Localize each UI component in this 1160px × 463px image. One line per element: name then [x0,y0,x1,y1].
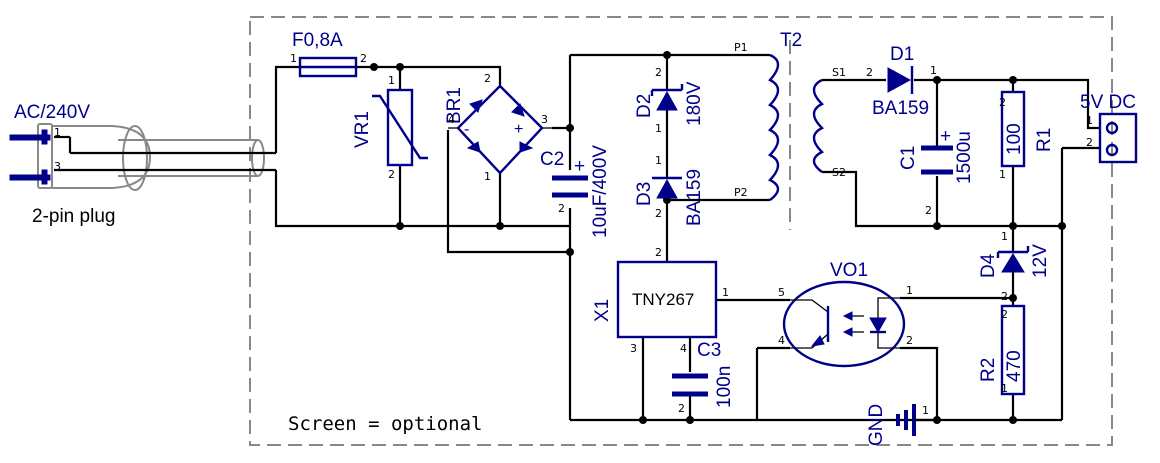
d3-label: D3 [634,182,655,206]
r1-pin-2: 2 [999,96,1006,109]
c3-value: 100n [714,366,735,408]
output-label: 5V DC [1080,92,1136,113]
d1-value: BA159 [872,98,929,119]
c2-label: C2 [540,149,564,170]
r2-pin-2: 2 [1001,308,1008,321]
cable [54,125,276,191]
c3-label: C3 [697,340,721,361]
plug-pin-1: 1 [54,126,61,139]
vo1-pin-5: 5 [778,286,785,299]
vo1-pin-4: 4 [778,334,785,347]
r1-pin-1: 1 [999,168,1006,181]
d2-label: D2 [634,94,655,118]
mains-wires [274,55,572,420]
screen-note: Screen = optional [288,413,482,435]
transformer-t2 [768,40,825,230]
diode-d3 [652,176,682,199]
vo1-pin-1: 1 [906,284,913,297]
d3-pin-1: 1 [655,154,662,167]
plug-pin-3: 3 [54,160,61,173]
fuse-pin-2: 2 [360,52,367,65]
bridge-minus: - [464,121,469,138]
d1-pin-2: 2 [866,66,873,79]
x1-pin-3: 3 [630,342,637,355]
ac-plug [9,123,152,189]
varistor-pin-1: 1 [388,74,395,87]
x1-label: X1 [592,299,613,322]
x1-pin-1: 1 [722,286,729,299]
secondary-wires [822,78,1100,420]
x1-value: TNY267 [632,290,694,309]
varistor-vr1 [372,88,428,167]
d4-value: 12V [1030,244,1051,278]
t2-p1: P1 [734,41,748,54]
d1-pin-1: 1 [930,64,937,77]
bridge-rectifier-br1 [448,84,552,175]
r1-value: 100 [1004,123,1025,155]
vo1-label: VO1 [830,260,868,281]
c1-pin-2: 2 [925,204,932,217]
d3-value: BA159 [684,169,705,226]
output-pin-2: 2 [1086,136,1093,149]
transformer-label: T2 [780,30,802,51]
varistor-pin-2: 2 [388,168,395,181]
fuse-f1 [298,56,358,78]
c2-value: 10uF/400V [590,145,611,238]
r2-pin-1: 1 [1001,382,1008,395]
bridge-pin-2: 2 [484,72,491,85]
c3-pin-2: 2 [678,402,685,415]
x1-pin-2: 2 [655,246,662,259]
d4-pin-1: 1 [1001,230,1008,243]
d1-label: D1 [890,44,914,65]
c1-plus: + [940,126,951,147]
gnd-label: GND [866,404,887,446]
output-connector[interactable] [1098,112,1138,164]
capacitor-c1 [921,145,953,175]
d4-pin-2: 2 [1001,290,1008,303]
capacitor-c3 [672,373,708,397]
d2-pin-2: 2 [655,66,662,79]
zener-d2 [650,84,684,111]
fuse-label: F0,8A [292,30,343,51]
r2-label: R2 [978,358,999,382]
plug-label: 2-pin plug [32,206,115,227]
vo1-pin-2: 2 [906,334,913,347]
r2-value: 470 [1004,350,1025,382]
d2-pin-1: 1 [655,122,662,135]
bridge-pin-4: 4 [448,113,455,126]
ground-symbol [896,404,937,436]
c1-label: C1 [898,146,919,170]
d2-value: 180V [684,81,705,126]
resistor-r2 [1000,304,1026,396]
ac-input-label: AC/240V [14,102,90,123]
optocoupler-vo1 [782,280,906,368]
zener-d4 [996,246,1030,273]
d4-label: D4 [978,253,999,278]
bridge-plus: + [514,121,523,138]
c2-pin-2: 2 [558,202,565,215]
bridge-label: BR1 [444,87,465,124]
t2-s1: S1 [832,66,846,79]
c1-value: 1500u [954,131,975,184]
capacitor-c2 [552,175,588,198]
control-wires [570,296,1062,422]
bridge-pin-1: 1 [484,170,491,183]
output-pin-1: 1 [1086,114,1093,127]
d3-pin-2: 2 [655,207,662,220]
diode-d1 [887,66,914,94]
screen-enclosure [249,16,1113,446]
bridge-pin-3: 3 [541,113,548,126]
t2-p2: P2 [734,186,748,199]
gnd-pin-1: 1 [922,404,929,417]
resistor-r1 [1000,90,1026,168]
c2-plus: + [574,156,585,177]
r1-label: R1 [1034,128,1055,152]
varistor-label: VR1 [352,111,373,148]
x1-pin-4: 4 [680,342,687,355]
fuse-pin-1: 1 [290,52,297,65]
